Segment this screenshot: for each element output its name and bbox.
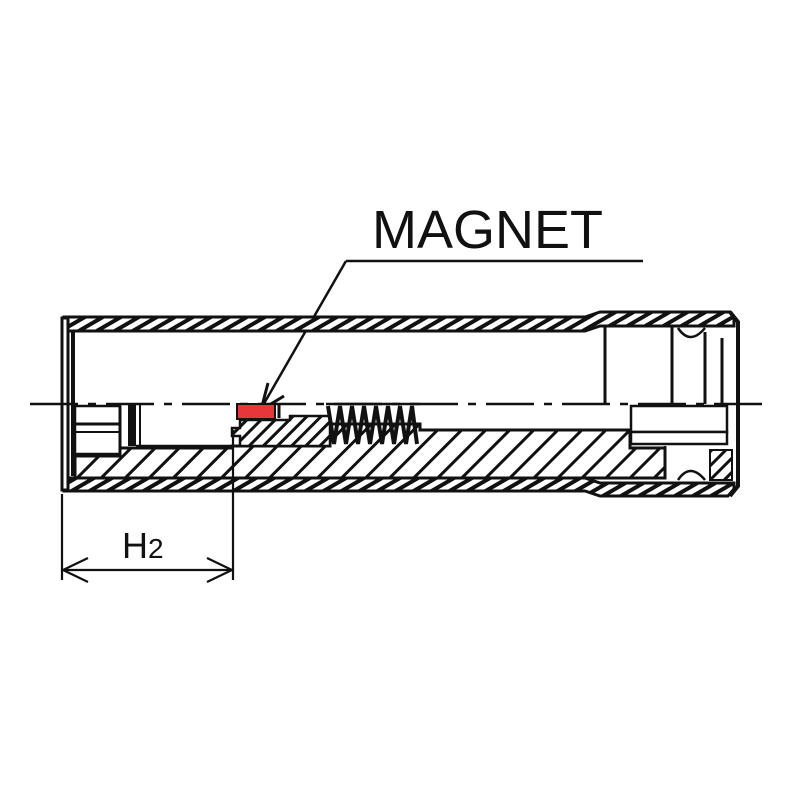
magnet-leader-line — [258, 259, 643, 414]
right-end — [603, 326, 733, 481]
magnet — [236, 403, 281, 420]
spring — [326, 402, 420, 445]
dimension-h-subscript: 2 — [148, 533, 164, 564]
drive-end — [73, 404, 232, 456]
dimension-h2: H2 — [60, 430, 235, 583]
magnet-holder — [230, 414, 332, 448]
dimension-h-main: H — [122, 525, 148, 566]
dimension-label-h: H2 — [122, 525, 164, 566]
magnet-label: MAGNET — [372, 200, 603, 260]
